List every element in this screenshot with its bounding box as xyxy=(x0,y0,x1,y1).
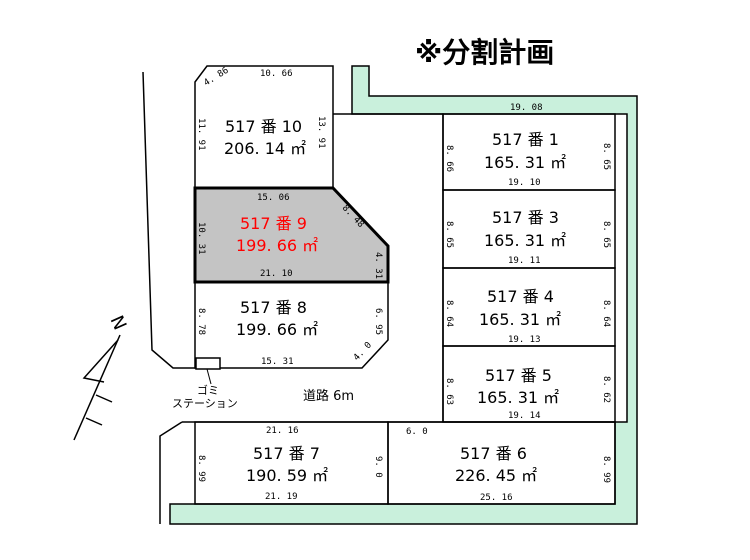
dim-l5-right: 8. 62 xyxy=(601,376,611,403)
lot-9-name: 517 番 9 xyxy=(240,214,307,233)
lot-5-area: 165. 31 ㎡ xyxy=(477,388,559,407)
south-west-boundary-line xyxy=(159,421,183,524)
lot-9-area: 199. 66 ㎡ xyxy=(236,236,318,255)
lot-4-area: 165. 31 ㎡ xyxy=(479,310,561,329)
lot-4-name: 517 番 4 xyxy=(487,287,554,306)
lot-1-name: 517 番 1 xyxy=(492,130,559,149)
lot-6-name: 517 番 6 xyxy=(460,444,527,463)
dim-l9-left: 10. 31 xyxy=(196,222,206,255)
dim-l9-bottom: 21. 10 xyxy=(260,269,293,279)
garbage-station-leader xyxy=(206,368,212,385)
dim-l4-bottom: 19. 13 xyxy=(508,335,541,345)
garbage-station-label-1: ゴミ xyxy=(197,383,219,397)
lot-8-area: 199. 66 ㎡ xyxy=(236,320,318,339)
dim-l10-right: 13. 91 xyxy=(316,116,326,149)
dim-l1-top: 19. 08 xyxy=(510,103,543,113)
dim-l10-diag: 4. 86 xyxy=(202,66,230,89)
dim-l10-top: 10. 66 xyxy=(260,69,293,79)
dim-l6-bottom: 25. 16 xyxy=(480,493,513,503)
lot-8-name: 517 番 8 xyxy=(240,298,307,317)
dim-l9-right: 4. 31 xyxy=(373,252,383,279)
dim-l8-bottom: 15. 31 xyxy=(261,357,294,367)
lot-7-name: 517 番 7 xyxy=(253,444,320,463)
dim-l5-left: 8. 63 xyxy=(444,378,454,405)
dim-l1-right: 8. 65 xyxy=(601,143,611,170)
garbage-station-label-2: ステーション xyxy=(172,397,238,410)
north-label: N xyxy=(106,312,131,333)
garbage-station-box xyxy=(195,357,221,370)
dim-l6-right: 8. 99 xyxy=(601,456,611,483)
dim-l7-top: 21. 16 xyxy=(266,426,299,436)
dim-l8-right: 6. 95 xyxy=(373,308,383,335)
lot-3-area: 165. 31 ㎡ xyxy=(484,231,566,250)
road-label: 道路 6m xyxy=(303,388,354,404)
lot-9-outline xyxy=(193,186,390,284)
dim-l3-right: 8. 65 xyxy=(601,221,611,248)
lot-8-outline xyxy=(194,281,389,369)
dim-l9-top: 15. 06 xyxy=(257,193,290,203)
dim-l8-left: 8. 78 xyxy=(196,308,206,335)
plan-title: ※分割計画 xyxy=(415,36,554,69)
green-buffer-strip xyxy=(169,65,638,525)
dim-l3-bottom: 19. 11 xyxy=(508,256,541,266)
lot-6-area: 226. 45 ㎡ xyxy=(455,466,537,485)
dim-l4-right: 8. 64 xyxy=(601,300,611,327)
dim-l1-left: 8. 66 xyxy=(444,145,454,172)
west-boundary-line xyxy=(142,71,196,369)
lot-1-area: 165. 31 ㎡ xyxy=(484,153,566,172)
north-arrow-icon xyxy=(73,334,121,441)
dim-l7-bottom: 21. 19 xyxy=(265,492,298,502)
dim-l7-left: 8. 99 xyxy=(196,455,206,482)
dim-l10-left: 11. 91 xyxy=(196,118,206,151)
lot-7-area: 190. 59 ㎡ xyxy=(246,466,328,485)
dim-l3-left: 8. 65 xyxy=(444,221,454,248)
dim-l7-right: 9. 0 xyxy=(373,456,383,478)
dim-l6-top: 6. 0 xyxy=(406,427,428,437)
lot-10-name: 517 番 10 xyxy=(225,117,302,136)
lot-5-name: 517 番 5 xyxy=(485,366,552,385)
lot-10-area: 206. 14 ㎡ xyxy=(224,139,306,158)
dim-l4-left: 8. 64 xyxy=(444,300,454,327)
lot-10-outline xyxy=(194,65,334,189)
dim-l1-bottom: 19. 10 xyxy=(508,178,541,188)
lot-3-name: 517 番 3 xyxy=(492,208,559,227)
dim-l5-bottom: 19. 14 xyxy=(508,411,541,421)
